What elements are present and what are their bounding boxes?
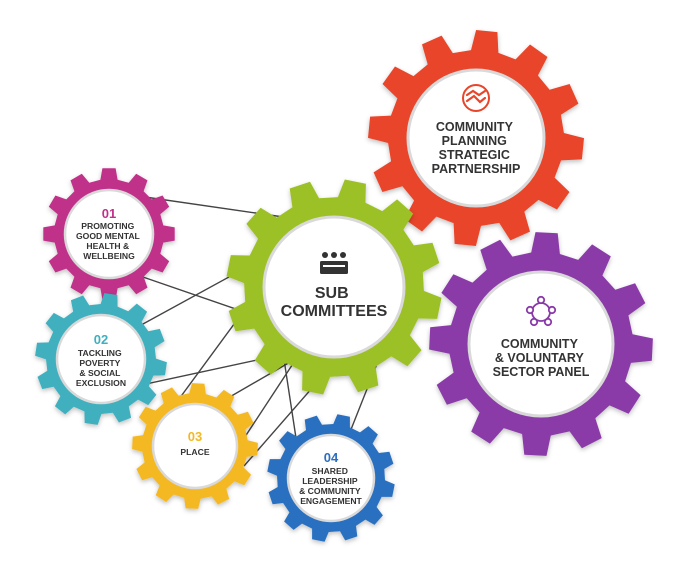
gear-04-shared-leadership: 04 SHARED LEADERSHIP & COMMUNITY ENGAGEM… (267, 414, 395, 542)
gear-04-line: ENGAGEMENT (300, 496, 362, 506)
gear-01-line: GOOD MENTAL (76, 231, 140, 241)
gear-01-line: PROMOTING (81, 221, 134, 231)
gear-02-line: & SOCIAL (79, 368, 120, 378)
committee-table-icon (320, 252, 348, 274)
sub-committees-gear: SUB COMMITTEES (226, 179, 442, 395)
gear-01-number: 01 (102, 206, 116, 221)
cvsp-line: & VOLUNTARY (495, 351, 585, 365)
gear-03-number: 03 (188, 429, 202, 444)
gear-03-place: 03 PLACE (132, 383, 258, 509)
sub-label: SUB COMMITTEES (281, 285, 388, 320)
gear-04-number: 04 (324, 450, 339, 465)
csp-line: STRATEGIC (439, 148, 510, 162)
gear-04-line: & COMMUNITY (299, 486, 361, 496)
csp-line: COMMUNITY (436, 120, 514, 134)
gear-04-label: SHARED LEADERSHIP & COMMUNITY ENGAGEMENT (299, 466, 363, 506)
gear-04-line: SHARED (312, 466, 348, 476)
gear-01-line: HEALTH & (86, 241, 129, 251)
sub-line: SUB (315, 285, 349, 302)
gear-02-line: POVERTY (79, 358, 120, 368)
handshake-icon (462, 84, 490, 112)
gear-02-number: 02 (94, 332, 108, 347)
cvsp-line: COMMUNITY (501, 337, 579, 351)
gear-04-line: LEADERSHIP (302, 476, 358, 486)
network-people-icon (525, 295, 557, 327)
community-planning-partnership-gear: COMMUNITY PLANNING STRATEGIC PARTNERSHIP (368, 30, 584, 246)
gear-02-tackling-poverty: 02 TACKLING POVERTY & SOCIAL EXCLUSION (35, 293, 167, 425)
gear-02-line: EXCLUSION (76, 378, 126, 388)
gear-01-line: WELLBEING (83, 251, 135, 261)
gear-01-mental-health: 01 PROMOTING GOOD MENTAL HEALTH & WELLBE… (43, 168, 175, 300)
gear-01-label: PROMOTING GOOD MENTAL HEALTH & WELLBEING (76, 221, 142, 261)
gear-02-label: TACKLING POVERTY & SOCIAL EXCLUSION (76, 348, 126, 388)
gear-03-line: PLACE (180, 447, 209, 457)
csp-label: COMMUNITY PLANNING STRATEGIC PARTNERSHIP (432, 120, 521, 176)
sub-line: COMMITTEES (281, 303, 388, 320)
gear-03-label: PLACE (180, 447, 209, 457)
gear-02-line: TACKLING (78, 348, 122, 358)
csp-line: PLANNING (442, 134, 507, 148)
csp-line: PARTNERSHIP (432, 162, 521, 176)
community-voluntary-sector-panel-gear: COMMUNITY & VOLUNTARY SECTOR PANEL (429, 232, 653, 456)
cvsp-line: SECTOR PANEL (493, 365, 590, 379)
cvsp-label: COMMUNITY & VOLUNTARY SECTOR PANEL (493, 337, 590, 379)
